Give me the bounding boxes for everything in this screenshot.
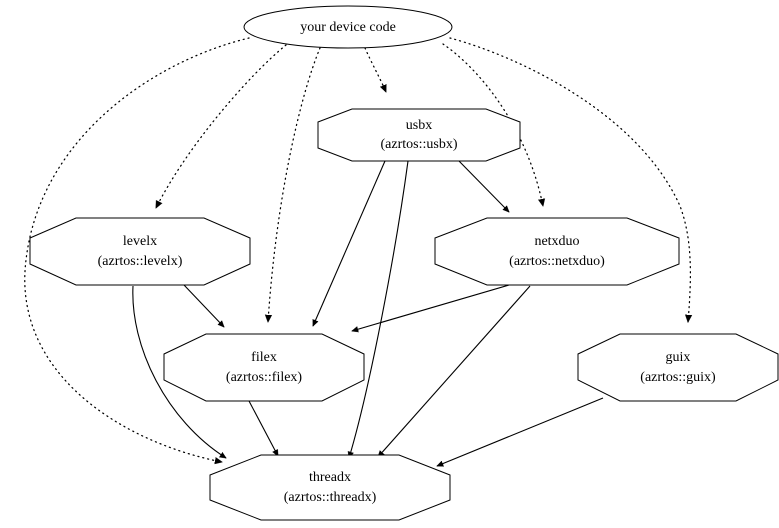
edge-group-dotted xyxy=(24,37,691,462)
edge-usbx-to-netxduo xyxy=(457,159,509,212)
node-filex-label-line2: (azrtos::filex) xyxy=(226,370,303,385)
node-usbx-label-line1: usbx xyxy=(406,118,432,133)
node-netxduo-label-line1: netxduo xyxy=(534,234,579,249)
edge-levelx-to-threadx xyxy=(132,285,226,458)
node-guix-label-line1: guix xyxy=(666,350,691,365)
node-levelx-shape xyxy=(29,217,251,286)
node-levelx-label-line2: (azrtos::levelx) xyxy=(98,254,183,269)
edge-guix-to-threadx xyxy=(437,397,604,466)
node-filex[interactable]: filex (azrtos::filex) xyxy=(163,333,365,402)
node-usbx-shape xyxy=(317,108,521,162)
edge-usbx-to-threadx xyxy=(349,160,409,458)
edge-your-device-code-to-usbx xyxy=(364,47,387,92)
edge-levelx-to-filex xyxy=(183,284,224,327)
edge-your-device-code-to-filex xyxy=(268,47,321,322)
node-netxduo[interactable]: netxduo (azrtos::netxduo) xyxy=(434,217,680,286)
edge-your-device-code-to-netxduo xyxy=(442,43,543,206)
edge-netxduo-to-threadx xyxy=(378,285,531,457)
edge-usbx-to-filex xyxy=(312,160,386,326)
node-netxduo-shape xyxy=(434,217,680,286)
node-usbx[interactable]: usbx (azrtos::usbx) xyxy=(317,108,521,162)
edge-group-solid xyxy=(132,159,604,466)
node-filex-label-line1: filex xyxy=(251,350,277,365)
node-your-device-code-shape xyxy=(243,5,453,49)
node-threadx-shape xyxy=(209,454,451,521)
node-threadx-label-line1: threadx xyxy=(309,470,351,485)
node-guix[interactable]: guix (azrtos::guix) xyxy=(577,333,779,402)
node-usbx-label-line2: (azrtos::usbx) xyxy=(381,137,458,152)
node-levelx[interactable]: levelx (azrtos::levelx) xyxy=(29,217,251,286)
node-guix-shape xyxy=(577,333,779,402)
node-your-device-code[interactable]: your device code xyxy=(243,5,453,49)
edge-filex-to-threadx xyxy=(248,400,279,456)
node-levelx-label-line1: levelx xyxy=(123,234,157,249)
node-filex-shape xyxy=(163,333,365,402)
node-threadx[interactable]: threadx (azrtos::threadx) xyxy=(209,454,451,521)
edge-netxduo-to-filex xyxy=(352,284,510,331)
node-guix-label-line2: (azrtos::guix) xyxy=(640,370,716,385)
edge-your-device-code-to-guix xyxy=(449,37,690,322)
node-netxduo-label-line2: (azrtos::netxduo) xyxy=(509,254,605,269)
node-your-device-code-label: your device code xyxy=(300,20,396,35)
node-threadx-label-line2: (azrtos::threadx) xyxy=(284,490,377,505)
edge-your-device-code-to-levelx xyxy=(155,44,287,208)
